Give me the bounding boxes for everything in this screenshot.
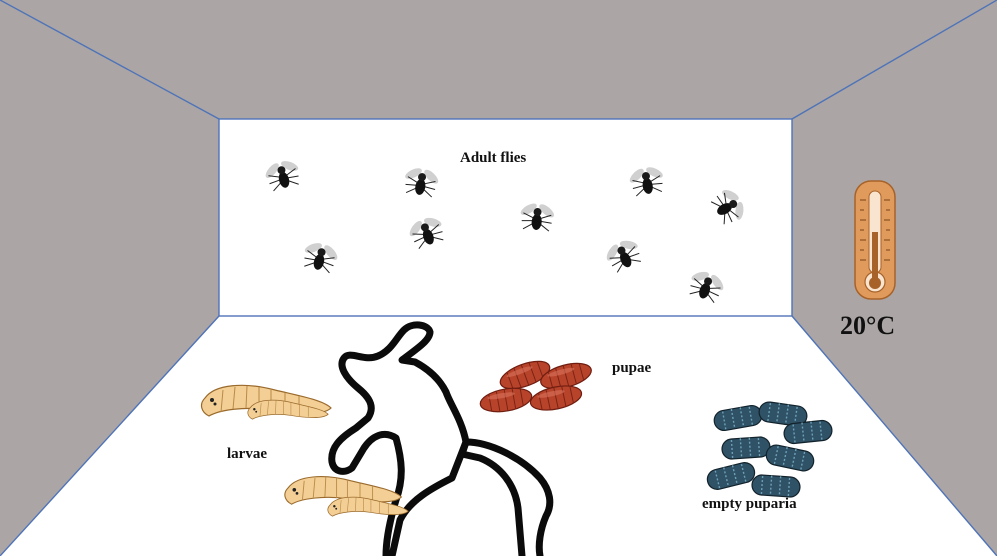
pupae-label: pupae (612, 360, 652, 376)
empty-puparia-label: empty puparia (702, 496, 797, 512)
puparium-icon (751, 474, 800, 497)
puparium-icon (721, 436, 770, 459)
adult-flies-label: Adult flies (460, 150, 526, 166)
thermometer-icon (855, 181, 895, 299)
larvae-label: larvae (227, 446, 267, 462)
temperature-label: 20°C (840, 311, 895, 340)
